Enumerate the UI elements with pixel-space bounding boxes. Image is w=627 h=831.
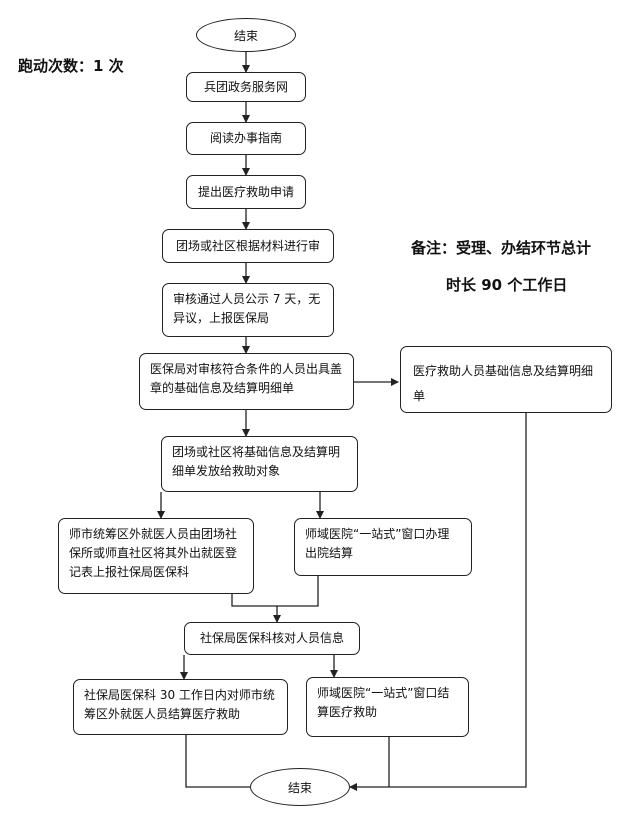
step-hospital-discharge: 师域医院“一站式”窗口办理出院结算 [294, 518, 472, 576]
step-publicize: 审核通过人员公示 7 天，无异议，上报医保局 [162, 283, 334, 337]
remarks-line-2: 时长 90 个工作日 [446, 276, 568, 294]
step-offsite-report: 师市统筹区外就医人员由团场社保所或师直社区将其外出就医登记表上报社保局医保科 [58, 518, 254, 594]
step-distribute: 团场或社区将基础信息及结算明细单发放给救助对象 [161, 436, 358, 492]
connector-hospital-merge [277, 576, 319, 607]
step-settle-offsite: 社保局医保科 30 工作日内对师市统筹区外就医人员结算医疗救助 [73, 679, 288, 735]
connector-settle-offsite-to-end [185, 735, 250, 788]
step-settle-hospital: 师域医院“一站式”窗口结算医疗救助 [306, 677, 469, 737]
step-read-guide: 阅读办事指南 [186, 122, 306, 155]
connector-offsite-merge [231, 594, 277, 607]
top-terminal: 结束 [196, 18, 296, 52]
remarks-line-1: 备注：受理、办结环节总计 [411, 239, 592, 257]
step-verify: 社保局医保科核对人员信息 [184, 622, 360, 655]
step-review: 团场或社区根据材料进行审 [162, 229, 334, 263]
step-bureau-side: 医疗救助人员基础信息及结算明细单 [400, 346, 612, 413]
run-count-label: 跑动次数：1 次 [18, 57, 124, 75]
step-bureau-stamp: 医保局对审核符合条件的人员出具盖章的基础信息及结算明细单 [139, 353, 354, 410]
bottom-terminal: 结束 [250, 768, 350, 806]
step-website: 兵团政务服务网 [186, 72, 306, 102]
step-apply: 提出医疗救助申请 [186, 175, 306, 209]
connector-side-to-end [389, 413, 527, 788]
